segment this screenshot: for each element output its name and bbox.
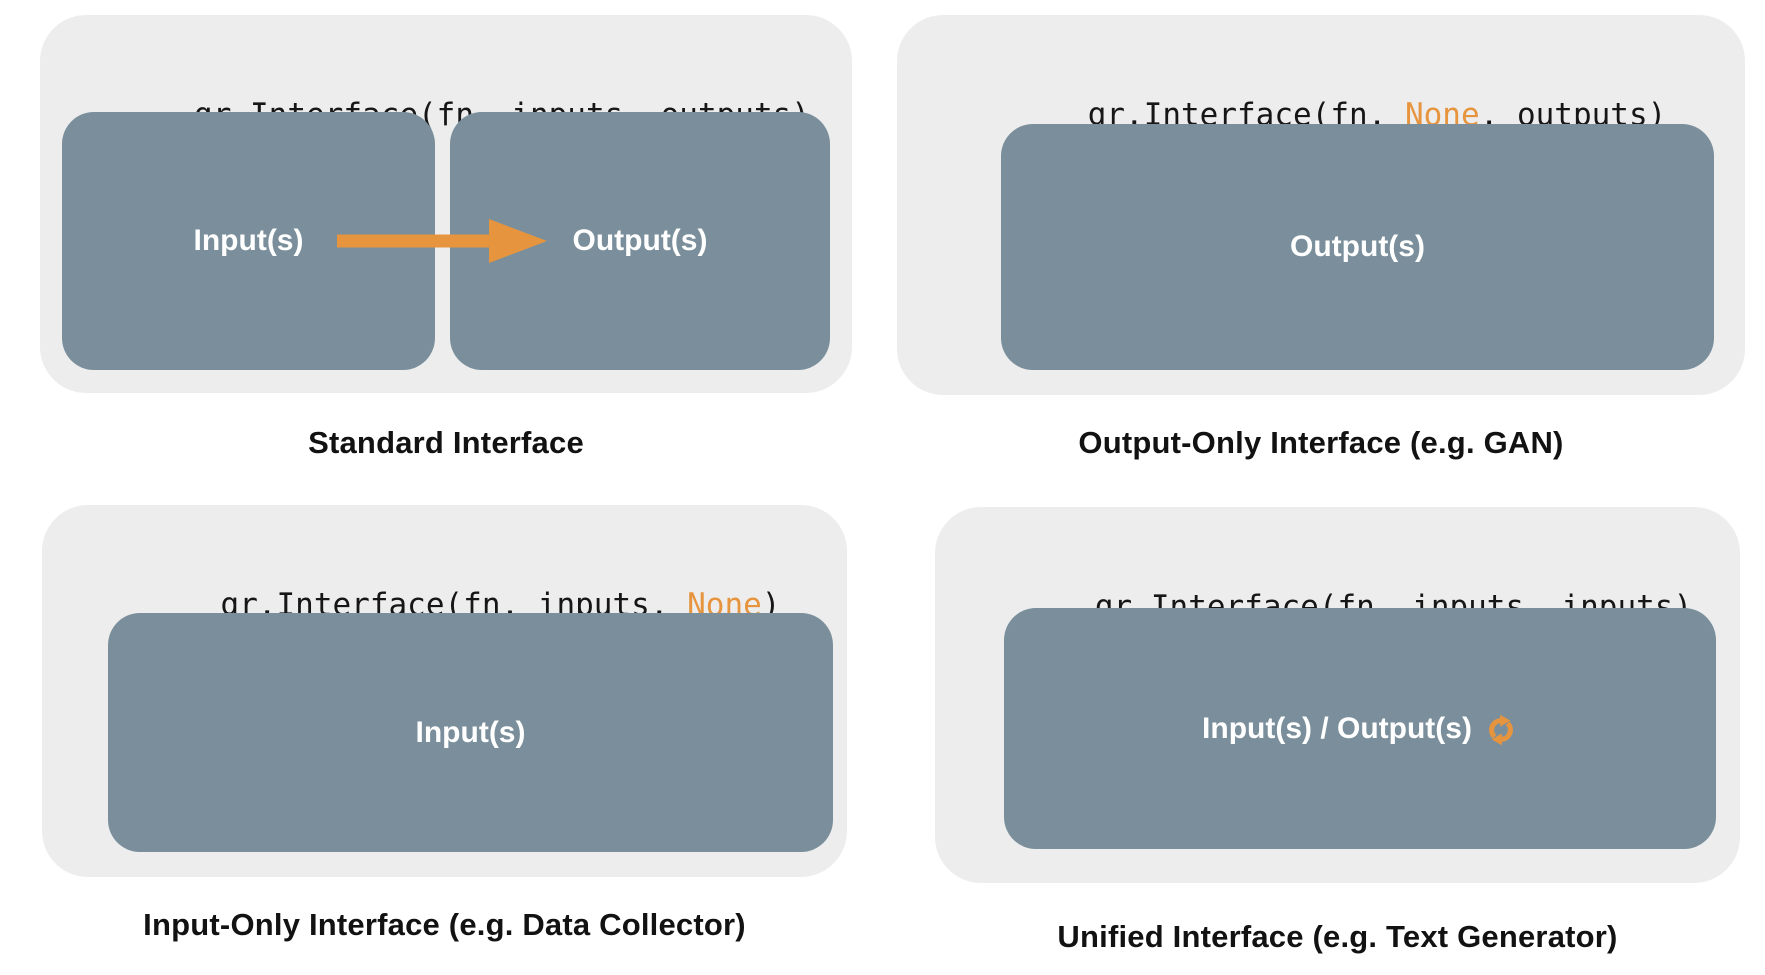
code-line: gr.Interface(fn, inputs, outputs)	[40, 55, 852, 133]
output-only-interface-card: gr.Interface(fn, None, outputs) Output(s…	[897, 15, 1745, 395]
inputs-box: Input(s)	[108, 613, 833, 852]
inputs-box-label: Input(s)	[193, 224, 304, 257]
code-line: gr.Interface(fn, inputs, inputs)	[935, 547, 1740, 625]
right-arrow-icon	[337, 219, 547, 263]
inputs-outputs-box-label: Input(s) / Output(s)	[1202, 711, 1472, 745]
sync-icon	[1489, 714, 1513, 745]
unified-interface-card: gr.Interface(fn, inputs, inputs) Input(s…	[935, 507, 1740, 883]
standard-interface-card: gr.Interface(fn, inputs, outputs) Input(…	[40, 15, 852, 393]
outputs-box-label: Output(s)	[1290, 230, 1425, 263]
outputs-box: Output(s)	[450, 112, 830, 370]
panel-caption: Input-Only Interface (e.g. Data Collecto…	[143, 907, 746, 942]
outputs-box: Output(s)	[1001, 124, 1714, 370]
panel-caption: Standard Interface	[308, 425, 584, 460]
code-line: gr.Interface(fn, None, outputs)	[897, 55, 1745, 133]
inputs-box-label: Input(s)	[415, 715, 526, 749]
panel-caption: Unified Interface (e.g. Text Generator)	[1057, 919, 1618, 954]
input-only-interface-card: gr.Interface(fn, inputs, None) Input(s)	[42, 505, 847, 877]
outputs-box-label: Output(s)	[572, 224, 708, 257]
inputs-outputs-box: Input(s) / Output(s)	[1004, 608, 1716, 849]
code-line: gr.Interface(fn, inputs, None)	[42, 545, 847, 623]
panel-caption: Output-Only Interface (e.g. GAN)	[1078, 425, 1564, 460]
